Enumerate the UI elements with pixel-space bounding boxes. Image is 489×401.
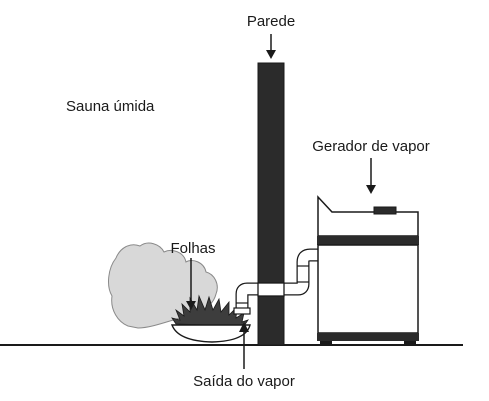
generator-top bbox=[317, 195, 419, 237]
arrow-outlet bbox=[239, 322, 249, 369]
generator-cap bbox=[373, 206, 397, 215]
steam-pipe-inner bbox=[236, 249, 318, 310]
generator-band-top bbox=[317, 236, 419, 245]
label-generator: Gerador de vapor bbox=[312, 138, 430, 155]
label-wall: Parede bbox=[247, 13, 295, 30]
arrow-generator bbox=[366, 158, 376, 194]
arrow-wall bbox=[266, 34, 276, 59]
generator-foot bbox=[320, 341, 332, 345]
generator-band-bottom bbox=[317, 333, 419, 341]
generator-body bbox=[317, 244, 419, 334]
generator-foot bbox=[404, 341, 416, 345]
bowl bbox=[170, 324, 251, 343]
label-outlet: Saída do vapor bbox=[193, 373, 295, 390]
pipe-through-wall bbox=[257, 282, 285, 297]
label-room: Sauna úmida bbox=[66, 98, 155, 115]
label-leaves: Folhas bbox=[170, 240, 215, 257]
steam-outlet-nozzle bbox=[233, 307, 251, 315]
arrow-leaves bbox=[186, 258, 196, 310]
steam-generator bbox=[317, 195, 419, 345]
wall bbox=[257, 62, 285, 346]
